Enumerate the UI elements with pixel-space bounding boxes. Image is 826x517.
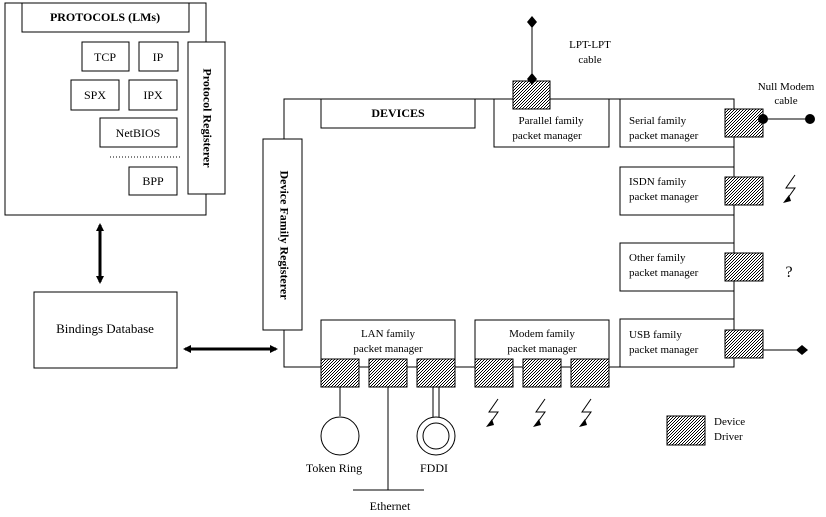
lpt-cable-label-line1: LPT-LPT [569, 39, 611, 51]
protocol-tcp-box [81, 41, 130, 72]
lan-packet-manager-line1: LAN family [361, 328, 416, 340]
bindings-database-label: Bindings Database [56, 321, 154, 336]
protocols-title-box [21, 2, 190, 33]
driver-other [724, 252, 764, 282]
driver-modem-1 [474, 358, 514, 388]
isdn-packet-manager-box [619, 166, 735, 216]
isdn-packet-manager-line2: packet manager [629, 191, 699, 203]
protocol-bpp-label: BPP [142, 174, 164, 188]
driver-lan-1 [320, 358, 360, 388]
null-modem-connector-right [805, 114, 815, 124]
modem-packet-manager-line1: Modem family [509, 328, 575, 340]
protocol-ip-label: IP [153, 50, 164, 64]
protocol-netbios-label: NetBIOS [116, 126, 161, 140]
driver-parallel [512, 80, 551, 110]
other-packet-manager-box [619, 242, 735, 292]
serial-packet-manager-line2: packet manager [629, 130, 699, 142]
fddi-label: FDDI [420, 461, 448, 475]
lpt-cable-label-line2: cable [578, 54, 601, 66]
lpt-cable-top-connector [527, 16, 537, 28]
device-family-registerer-label: Device Family Registerer [277, 170, 291, 300]
null-modem-label-line1: Null Modem [758, 81, 815, 93]
protocol-bpp-box [128, 166, 178, 196]
token-ring-label: Token Ring [306, 461, 362, 475]
protocol-spx-box [70, 79, 120, 111]
devices-group: DEVICES Device Family Registerer Paralle… [262, 98, 735, 368]
devices-title-box [320, 98, 476, 129]
driver-modem-2 [522, 358, 562, 388]
lan-packet-manager-line2: packet manager [353, 343, 423, 355]
devices-title: DEVICES [371, 106, 425, 120]
usb-cable-connector [796, 345, 808, 355]
protocol-ip-box [138, 41, 179, 72]
usb-packet-manager-line1: USB family [629, 329, 682, 341]
modem-packet-manager-line2: packet manager [507, 343, 577, 355]
protocol-registerer-box [187, 41, 226, 195]
usb-packet-manager-line2: packet manager [629, 344, 699, 356]
bindings-database-box [33, 291, 178, 369]
fddi-inner-ring-icon [422, 422, 450, 450]
legend-device-driver-line1: Device [714, 416, 745, 428]
legend-device-driver-line2: Driver [714, 431, 743, 443]
isdn-packet-manager-line1: ISDN family [629, 176, 687, 188]
isdn-lightning-icon [782, 174, 796, 204]
legend-device-driver-swatch [666, 415, 706, 446]
modem-lightning-icon-3 [578, 398, 592, 428]
protocols-title: PROTOCOLS (LMs) [50, 10, 160, 24]
null-modem-label-line2: cable [774, 95, 797, 107]
device-drivers [320, 80, 764, 388]
usb-packet-manager-box [619, 318, 735, 368]
protocol-registerer-label: Protocol Registerer [200, 68, 214, 168]
protocol-tcp-label: TCP [94, 50, 116, 64]
other-unknown-mark: ? [785, 264, 792, 281]
protocol-ipx-label: IPX [143, 88, 163, 102]
driver-lan-3 [416, 358, 456, 388]
token-ring-icon [320, 416, 360, 456]
lpt-cable-bottom-connector [527, 73, 537, 85]
protocol-spx-label: SPX [84, 88, 106, 102]
modem-lightning-icon-2 [532, 398, 546, 428]
driver-modem-3 [570, 358, 610, 388]
null-modem-connector-left [758, 114, 768, 124]
driver-isdn [724, 176, 764, 206]
protocol-ipx-box [128, 79, 178, 111]
serial-packet-manager-box [619, 98, 735, 148]
modem-lightning-icon-1 [485, 398, 499, 428]
device-family-registerer-box [262, 138, 303, 331]
driver-usb [724, 329, 764, 359]
serial-packet-manager-line1: Serial family [629, 115, 687, 127]
driver-serial [724, 108, 764, 138]
parallel-packet-manager-line2: packet manager [512, 130, 582, 142]
other-packet-manager-line1: Other family [629, 252, 686, 264]
other-packet-manager-line2: packet manager [629, 267, 699, 279]
protocols-group: PROTOCOLS (LMs) TCP IP SPX IPX NetBIOS B… [4, 2, 226, 216]
driver-lan-2 [368, 358, 408, 388]
ethernet-label: Ethernet [370, 499, 411, 513]
protocol-netbios-box [99, 117, 178, 148]
parallel-packet-manager-line1: Parallel family [518, 115, 584, 127]
